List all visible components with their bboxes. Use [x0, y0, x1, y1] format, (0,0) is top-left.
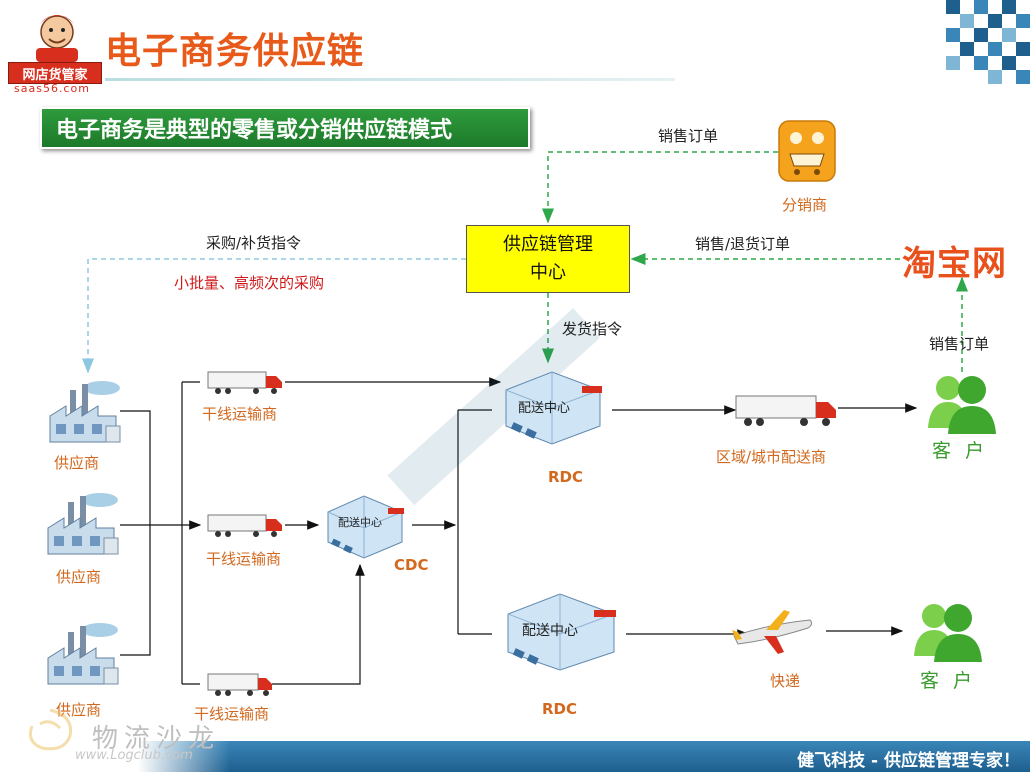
cdc-center-text: 配送中心	[338, 516, 382, 529]
subtitle-banner: 电子商务是典型的零售或分销供应链模式	[40, 107, 530, 149]
supplier-label-1: 供应商	[54, 454, 100, 472]
regional-delivery-label: 区域/城市配送商	[716, 448, 827, 466]
customer-label-2: 客户	[920, 670, 987, 692]
truck-icon	[206, 370, 284, 396]
watermark-logo-icon	[20, 706, 80, 754]
subtitle-text: 电子商务是典型的零售或分销供应链模式	[56, 118, 453, 143]
distribution-center-icon	[318, 490, 412, 562]
purchase-instruction-label: 采购/补货指令	[206, 234, 302, 252]
small-batch-label: 小批量、高频次的采购	[174, 274, 325, 292]
footer-slogan: 健飞科技 - 供应链管理专家！	[797, 751, 1020, 771]
truck-icon	[734, 394, 838, 428]
footer-left-fade	[0, 741, 230, 772]
scm-center-line2: 中心	[530, 262, 566, 283]
corner-pattern	[946, 0, 1030, 84]
airplane-icon	[730, 606, 814, 658]
logo-url: saas56.com	[14, 82, 90, 95]
distribution-center-icon	[496, 366, 610, 448]
truck-icon	[206, 672, 274, 698]
cdc-label: CDC	[394, 556, 429, 574]
sales-order-label-right: 销售订单	[929, 335, 990, 353]
supplier-bracket	[120, 410, 151, 656]
factory-icon	[46, 380, 124, 446]
watermark-url: www.Logclub.com	[75, 748, 193, 763]
express-label: 快递	[770, 672, 801, 690]
taobao-logo: 淘宝网	[902, 244, 1007, 284]
ship-instruction-label: 发货指令	[562, 320, 623, 338]
distributor-icon	[778, 120, 836, 182]
sales-return-label: 销售/退货订单	[695, 235, 791, 253]
supplier-label-3: 供应商	[56, 701, 102, 719]
rdc1-center-text: 配送中心	[518, 401, 571, 416]
sales-order-label-top: 销售订单	[658, 127, 719, 145]
page-title: 电子商务供应链	[105, 31, 365, 72]
carrier-label-1: 干线运输商	[202, 405, 278, 423]
logo-mascot	[22, 8, 92, 64]
carrier-label-2: 干线运输商	[206, 550, 282, 568]
purchase-instruction-line	[82, 258, 466, 374]
logo-label: 网店货管家	[8, 62, 102, 84]
diagonal-watermark	[360, 300, 620, 520]
customer-label-1: 客户	[932, 440, 999, 462]
distributor-label: 分销商	[782, 196, 828, 214]
supplier-label-2: 供应商	[56, 568, 102, 586]
rdc2-label: RDC	[542, 700, 578, 718]
title-underline	[105, 78, 675, 81]
rdc2-center-text: 配送中心	[522, 623, 578, 639]
carrier3-to-cdc	[272, 563, 365, 685]
customer-icon	[926, 370, 998, 434]
distribution-center-icon	[498, 588, 624, 674]
cdc-bracket	[457, 409, 492, 635]
scm-center-line1: 供应链管理	[503, 234, 593, 255]
carrier-bracket	[181, 381, 200, 685]
carrier-label-3: 干线运输商	[194, 705, 270, 723]
rdc1-label: RDC	[548, 468, 584, 486]
factory-icon	[44, 492, 122, 558]
order-from-distributor	[542, 151, 778, 224]
truck-icon	[206, 513, 284, 539]
scm-center-box: 供应链管理 中心	[466, 225, 630, 293]
watermark-text: 物流沙龙	[92, 724, 221, 754]
factory-icon	[44, 622, 122, 688]
customer-icon	[912, 598, 984, 662]
